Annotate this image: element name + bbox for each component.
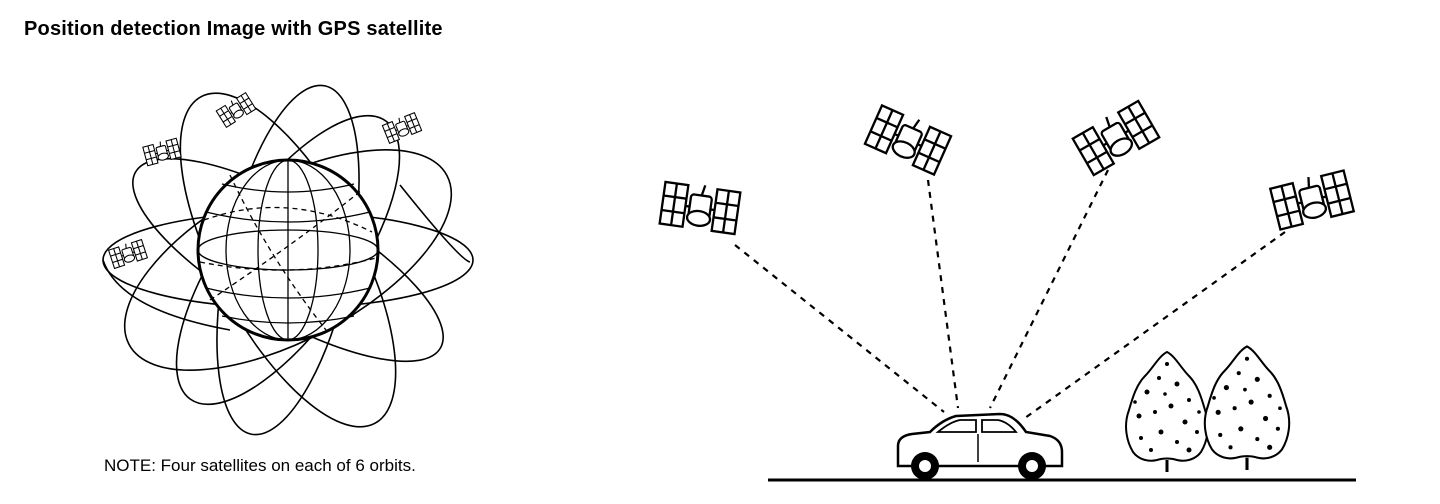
satellite-icon <box>381 111 423 144</box>
satellite-icon <box>1268 167 1355 231</box>
satellite-icon <box>1070 97 1161 177</box>
figure-note: NOTE: Four satellites on each of 6 orbit… <box>104 456 416 475</box>
tree-icon <box>1124 350 1210 474</box>
satellite-icon <box>142 136 182 167</box>
satellite-icon <box>863 102 954 176</box>
globe-icon <box>102 84 474 436</box>
satellite-icon <box>658 178 742 236</box>
car-icon <box>896 412 1064 480</box>
figure-title: Position detection Image with GPS satell… <box>24 18 443 40</box>
tree-icon <box>1203 344 1291 472</box>
